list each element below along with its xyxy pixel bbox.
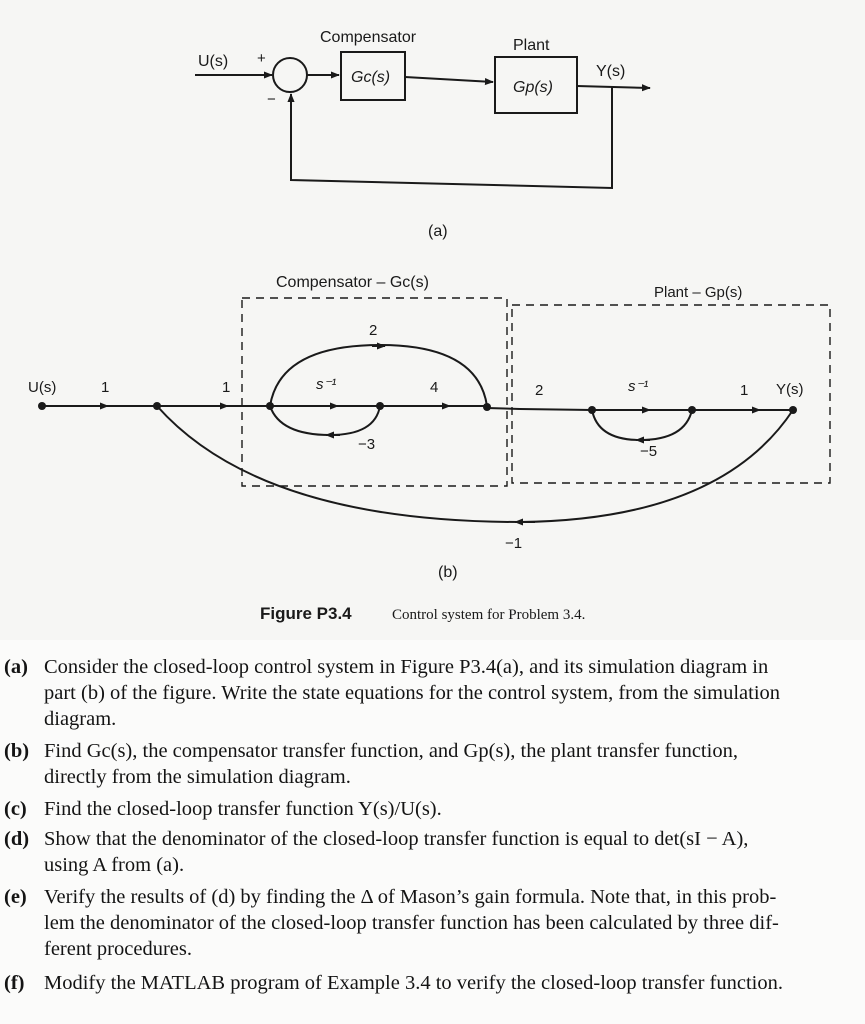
figure-area: Compensator Plant U(s) + − Gc(s) Gp(s) Y… — [0, 0, 865, 640]
plant-boundary — [511, 304, 831, 484]
input-label-a: U(s) — [198, 53, 228, 70]
figure-caption-text: Control system for Problem 3.4. — [392, 607, 585, 623]
input-label-b: U(s) — [28, 379, 56, 396]
figure-label: Figure P3.4 — [260, 604, 352, 623]
problem-label: (f) — [4, 972, 25, 994]
output-label-b: Y(s) — [776, 381, 804, 398]
gain-upper-arc: 2 — [369, 322, 377, 339]
node-2 — [266, 402, 274, 410]
gain-plant-out: 1 — [740, 382, 748, 399]
minus-sign: − — [267, 91, 276, 108]
gain-integrator-2: s⁻¹ — [628, 378, 648, 395]
problem-line: Modify the MATLAB program of Example 3.4… — [44, 972, 783, 994]
problem-line: using A from (a). — [44, 854, 185, 876]
gain-comp-out: 4 — [430, 379, 438, 396]
problem-line: Find the closed-loop transfer function Y… — [44, 798, 442, 820]
gp-block — [494, 56, 578, 114]
branch-outer-feedback — [156, 405, 794, 524]
gain-into-plant: 2 — [535, 382, 543, 399]
problem-label: (a) — [4, 656, 28, 678]
compensator-title-b: Compensator – Gc(s) — [276, 274, 429, 291]
gain-feedback-comp: −3 — [358, 436, 375, 453]
summing-junction — [272, 57, 308, 93]
branch-into-plant — [486, 407, 521, 410]
graph-nodes — [38, 402, 797, 414]
feedback-path-a — [287, 87, 613, 190]
node-3 — [376, 402, 384, 410]
block-diagram-a — [195, 51, 651, 190]
output-label-a: Y(s) — [596, 63, 625, 80]
problem-line: lem the denominator of the closed-loop t… — [44, 912, 779, 934]
problem-list: (a) Consider the closed-loop control sys… — [0, 640, 865, 1024]
gain-outer-feedback: −1 — [505, 535, 522, 552]
branch-upper-arc — [269, 344, 381, 407]
branch-upper-arc-b — [379, 344, 488, 407]
gc-to-gp-line — [404, 76, 494, 86]
node-4 — [483, 403, 491, 411]
problem-line: directly from the simulation diagram. — [44, 766, 351, 788]
signal-flow-graph-b — [42, 297, 831, 526]
compensator-title-a: Compensator — [320, 29, 417, 46]
gain-into-comp: 1 — [222, 379, 230, 396]
problem-line: Show that the denominator of the closed-… — [44, 828, 749, 850]
problem-line: Consider the closed-loop control system … — [44, 656, 769, 678]
problem-label: (e) — [4, 886, 27, 908]
branch-feedback-plant — [591, 409, 693, 442]
figure-p3-4: Compensator Plant U(s) + − Gc(s) Gp(s) Y… — [28, 29, 831, 623]
output-line-a — [576, 84, 651, 92]
problem-line: Verify the results of (d) by finding the… — [44, 886, 777, 908]
plus-sign: + — [257, 50, 266, 67]
node-u — [38, 402, 46, 410]
gain-input: 1 — [101, 379, 109, 396]
branch-into-plant-b — [519, 408, 593, 411]
node-5 — [588, 406, 596, 414]
branch-feedback-comp — [269, 405, 381, 437]
node-y — [789, 406, 797, 414]
problem-label: (c) — [4, 798, 27, 820]
compensator-boundary — [241, 297, 508, 487]
gc-block-label: Gc(s) — [351, 69, 390, 86]
gc-block — [340, 51, 406, 101]
problem-line: Find Gc(s), the compensator transfer fun… — [44, 740, 738, 762]
plant-title-a: Plant — [513, 37, 550, 54]
gain-integrator-1: s⁻¹ — [316, 376, 336, 393]
caption-a: (a) — [428, 223, 448, 240]
gain-feedback-plant: −5 — [640, 443, 657, 460]
plant-title-b: Plant – Gp(s) — [654, 284, 742, 301]
problem-line: diagram. — [44, 708, 117, 730]
problem-line: part (b) of the figure. Write the state … — [44, 682, 781, 704]
gp-block-label: Gp(s) — [513, 79, 553, 96]
node-6 — [688, 406, 696, 414]
caption-b: (b) — [438, 564, 458, 581]
problem-label: (b) — [4, 740, 30, 762]
problem-line: ferent procedures. — [44, 938, 192, 960]
node-1 — [153, 402, 161, 410]
problem-label: (d) — [4, 828, 30, 850]
